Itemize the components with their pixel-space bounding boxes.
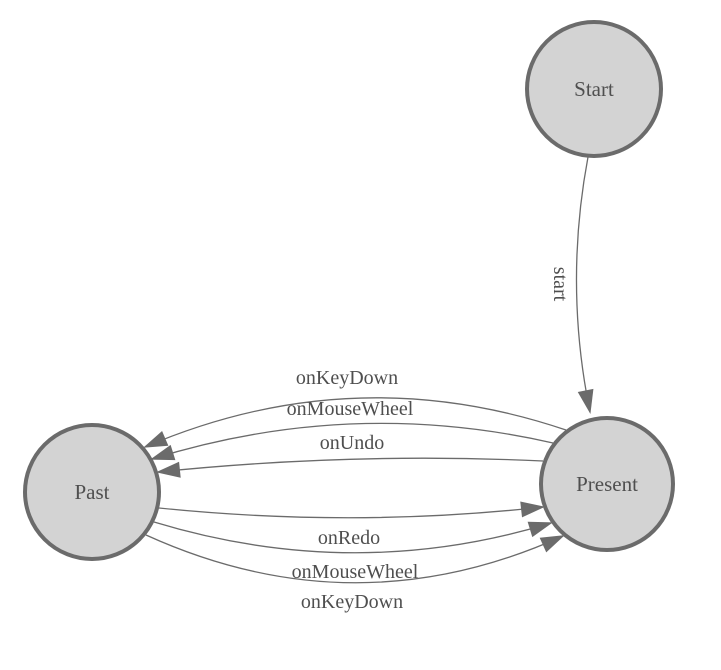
node-start-label: Start: [574, 77, 614, 101]
edge-label-onundo: onUndo: [320, 432, 384, 454]
node-past-circle: [23, 423, 161, 561]
node-group: Start Past Present: [23, 20, 675, 561]
edge-past-to-present-onkeydown: [145, 534, 565, 584]
edge-past-to-present-onredo: [158, 501, 545, 519]
edge-label-onmousewheel-top: onMouseWheel: [287, 398, 414, 420]
node-past-label: Past: [74, 480, 109, 504]
edge-present-to-past-onkeydown: [143, 397, 567, 448]
edge-present-to-past-onmousewheel: [150, 422, 554, 461]
node-present-circle: [539, 416, 675, 552]
edge-label-group: start onKeyDown onMouseWheel onUndo onRe…: [287, 267, 571, 613]
edge-label-onmousewheel-bottom: onMouseWheel: [292, 561, 419, 583]
node-present-label: Present: [576, 472, 638, 496]
edge-start-to-present: [575, 156, 594, 414]
edge-label-onkeydown-top: onKeyDown: [296, 367, 398, 389]
edge-label-onredo: onRedo: [318, 527, 380, 549]
edge-past-to-present-onmousewheel: [153, 521, 553, 554]
edge-label-onkeydown-bottom: onKeyDown: [301, 591, 403, 613]
edge-label-start: start: [549, 267, 571, 302]
edge-group: [143, 156, 594, 584]
edge-present-to-past-onundo: [156, 457, 544, 478]
node-start-circle: [525, 20, 663, 158]
